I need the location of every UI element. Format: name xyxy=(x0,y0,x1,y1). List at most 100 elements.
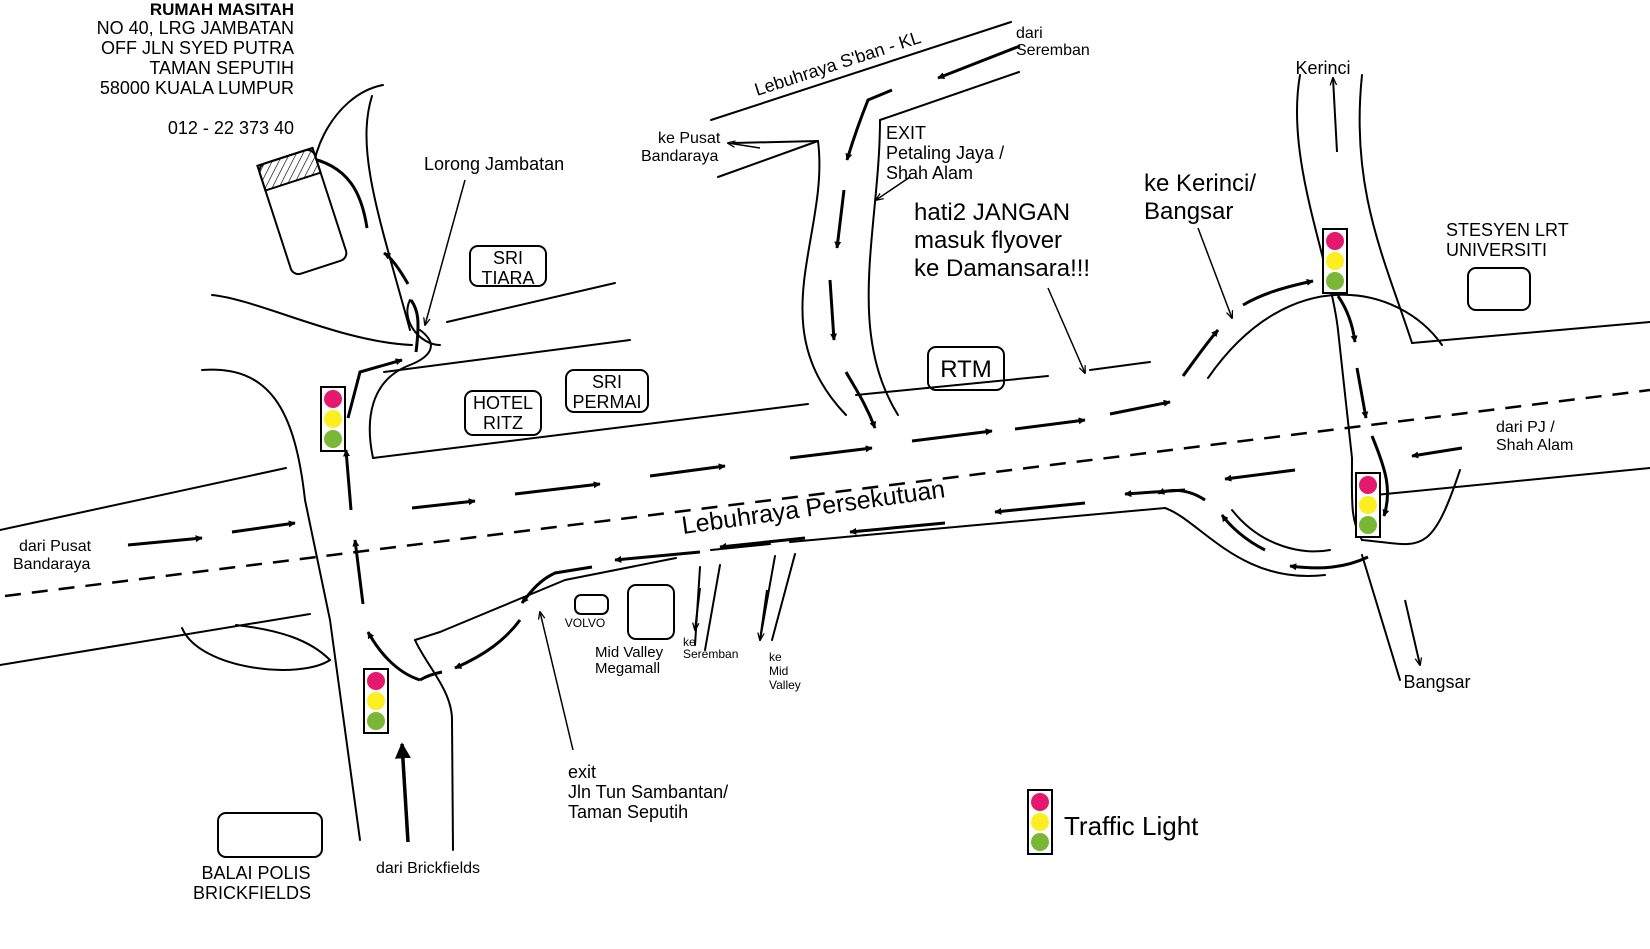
ke-mid-valley-label: ke xyxy=(769,650,782,664)
route-arrow xyxy=(789,445,873,460)
ke-seremban-label: Seremban xyxy=(683,647,738,661)
route-arrow xyxy=(520,565,593,604)
map-labels: RUMAH MASITAH NO 40, LRG JAMBATAN OFF JL… xyxy=(13,0,1573,903)
hotel-ritz-label: HOTEL xyxy=(473,393,533,413)
buildings xyxy=(217,146,1531,858)
bangsar-label: Bangsar xyxy=(1403,672,1470,692)
road-name-persekutuan: Lebuhraya Persekutuan xyxy=(680,475,947,540)
dari-brickfields-label: dari Brickfields xyxy=(376,860,480,877)
ke-seremban-label: ke xyxy=(683,635,696,649)
dari-pj-label: dari PJ / xyxy=(1496,419,1555,436)
kerinci-label: Kerinci xyxy=(1295,58,1350,78)
route-arrow xyxy=(366,631,421,682)
route-arrow xyxy=(1370,435,1390,517)
volvo-box xyxy=(574,594,609,615)
sri-tiara-label: SRI xyxy=(493,248,523,268)
route-arrow xyxy=(1289,555,1369,571)
route-arrow xyxy=(231,520,296,534)
traffic-light-yellow xyxy=(1359,496,1377,514)
route-arrow xyxy=(394,742,411,843)
route-arrow xyxy=(1336,295,1358,343)
traffic-light-red xyxy=(1326,232,1344,250)
dari-pusat-bandaraya-label: dari Pusat xyxy=(19,538,92,555)
hotel-ritz-label: RITZ xyxy=(483,413,523,433)
route-arrow xyxy=(514,481,601,496)
route-arrows xyxy=(127,44,1463,843)
route-arrow xyxy=(1224,468,1296,482)
legend-label: Traffic Light xyxy=(1064,811,1199,841)
route-arrow xyxy=(419,670,443,682)
route-arrow xyxy=(1124,488,1186,498)
route-arrow xyxy=(1404,599,1420,665)
route-arrow xyxy=(304,154,369,229)
route-arrow xyxy=(937,44,1021,80)
road-network xyxy=(0,21,1650,851)
route-arrow xyxy=(911,428,993,443)
route-arrow xyxy=(828,279,838,341)
ke-kerinci-bangsar-label: ke Kerinci/ xyxy=(1144,170,1256,197)
lrt-label: UNIVERSITI xyxy=(1446,240,1547,260)
house-rumah-masitah xyxy=(256,146,348,276)
road-name-sban-kl: Lebuhraya S'ban - KL xyxy=(752,27,923,100)
traffic-light-yellow xyxy=(1031,813,1049,831)
leader-line xyxy=(1197,227,1232,318)
ke-kerinci-bangsar-label: Bangsar xyxy=(1144,198,1233,225)
traffic-light-green xyxy=(367,712,385,730)
mid-valley-label: Megamall xyxy=(595,660,660,677)
route-arrow xyxy=(343,449,353,511)
exit-sambantan-label: Jln Tun Sambantan/ xyxy=(568,782,728,802)
route-arrow xyxy=(844,371,877,429)
dari-seremban-label: Seremban xyxy=(1016,42,1090,59)
route-arrow xyxy=(1333,78,1338,153)
sri-tiara-label: TIARA xyxy=(481,268,534,288)
traffic-light-red xyxy=(1031,793,1049,811)
ke-mid-valley-label: Mid xyxy=(769,664,788,678)
leader-line xyxy=(425,179,466,325)
route-arrow xyxy=(1181,329,1220,377)
dari-seremban-label: dari xyxy=(1016,25,1043,42)
warning-label: hati2 JANGAN xyxy=(914,199,1070,226)
traffic-light-green xyxy=(324,430,342,448)
route-arrow xyxy=(383,251,410,285)
lrt-label: STESYEN LRT xyxy=(1446,220,1569,240)
traffic-light-red xyxy=(367,672,385,690)
sri-permai-box xyxy=(565,369,649,413)
leader-lines xyxy=(425,176,1232,751)
rtm-label: RTM xyxy=(940,356,992,383)
balai-polis-box xyxy=(217,812,323,858)
route-arrow xyxy=(1411,446,1463,459)
traffic-light-yellow xyxy=(1326,252,1344,270)
address-name: RUMAH MASITAH xyxy=(150,0,294,19)
route-arrow xyxy=(409,299,420,353)
route-arrow xyxy=(845,88,893,161)
address-line: 58000 KUALA LUMPUR xyxy=(100,78,294,98)
traffic-light xyxy=(1355,472,1381,538)
lorong-jambatan-label: Lorong Jambatan xyxy=(424,154,564,174)
address-line: TAMAN SEPUTIH xyxy=(149,58,294,78)
exit-pj-label: Petaling Jaya / xyxy=(886,143,1004,163)
ke-pusat-bandaraya-label: Bandaraya xyxy=(641,148,718,165)
route-arrow xyxy=(127,535,203,547)
warning-label: ke Damansara!!! xyxy=(914,255,1090,282)
volvo-label: VOLVO xyxy=(565,616,605,630)
route-arrow xyxy=(454,619,522,670)
sri-tiara-box xyxy=(469,245,547,287)
route-arrow xyxy=(1014,417,1086,431)
traffic-lights xyxy=(320,228,1381,855)
traffic-light-green xyxy=(1326,272,1344,290)
route-arrow xyxy=(760,589,768,640)
route-arrow xyxy=(994,501,1086,515)
sri-permai-label: PERMAI xyxy=(572,392,641,412)
sri-permai-label: SRI xyxy=(592,372,622,392)
dari-pj-label: Shah Alam xyxy=(1496,437,1573,454)
traffic-light xyxy=(363,668,389,734)
route-arrow xyxy=(1355,367,1369,419)
ke-pusat-bandaraya-label: ke Pusat xyxy=(658,130,721,147)
traffic-light-green xyxy=(1031,833,1049,851)
route-arrow xyxy=(695,587,701,630)
traffic-light-green xyxy=(1359,516,1377,534)
route-arrow xyxy=(346,358,403,419)
traffic-light-yellow xyxy=(324,410,342,428)
address-phone: 012 - 22 373 40 xyxy=(168,118,294,138)
